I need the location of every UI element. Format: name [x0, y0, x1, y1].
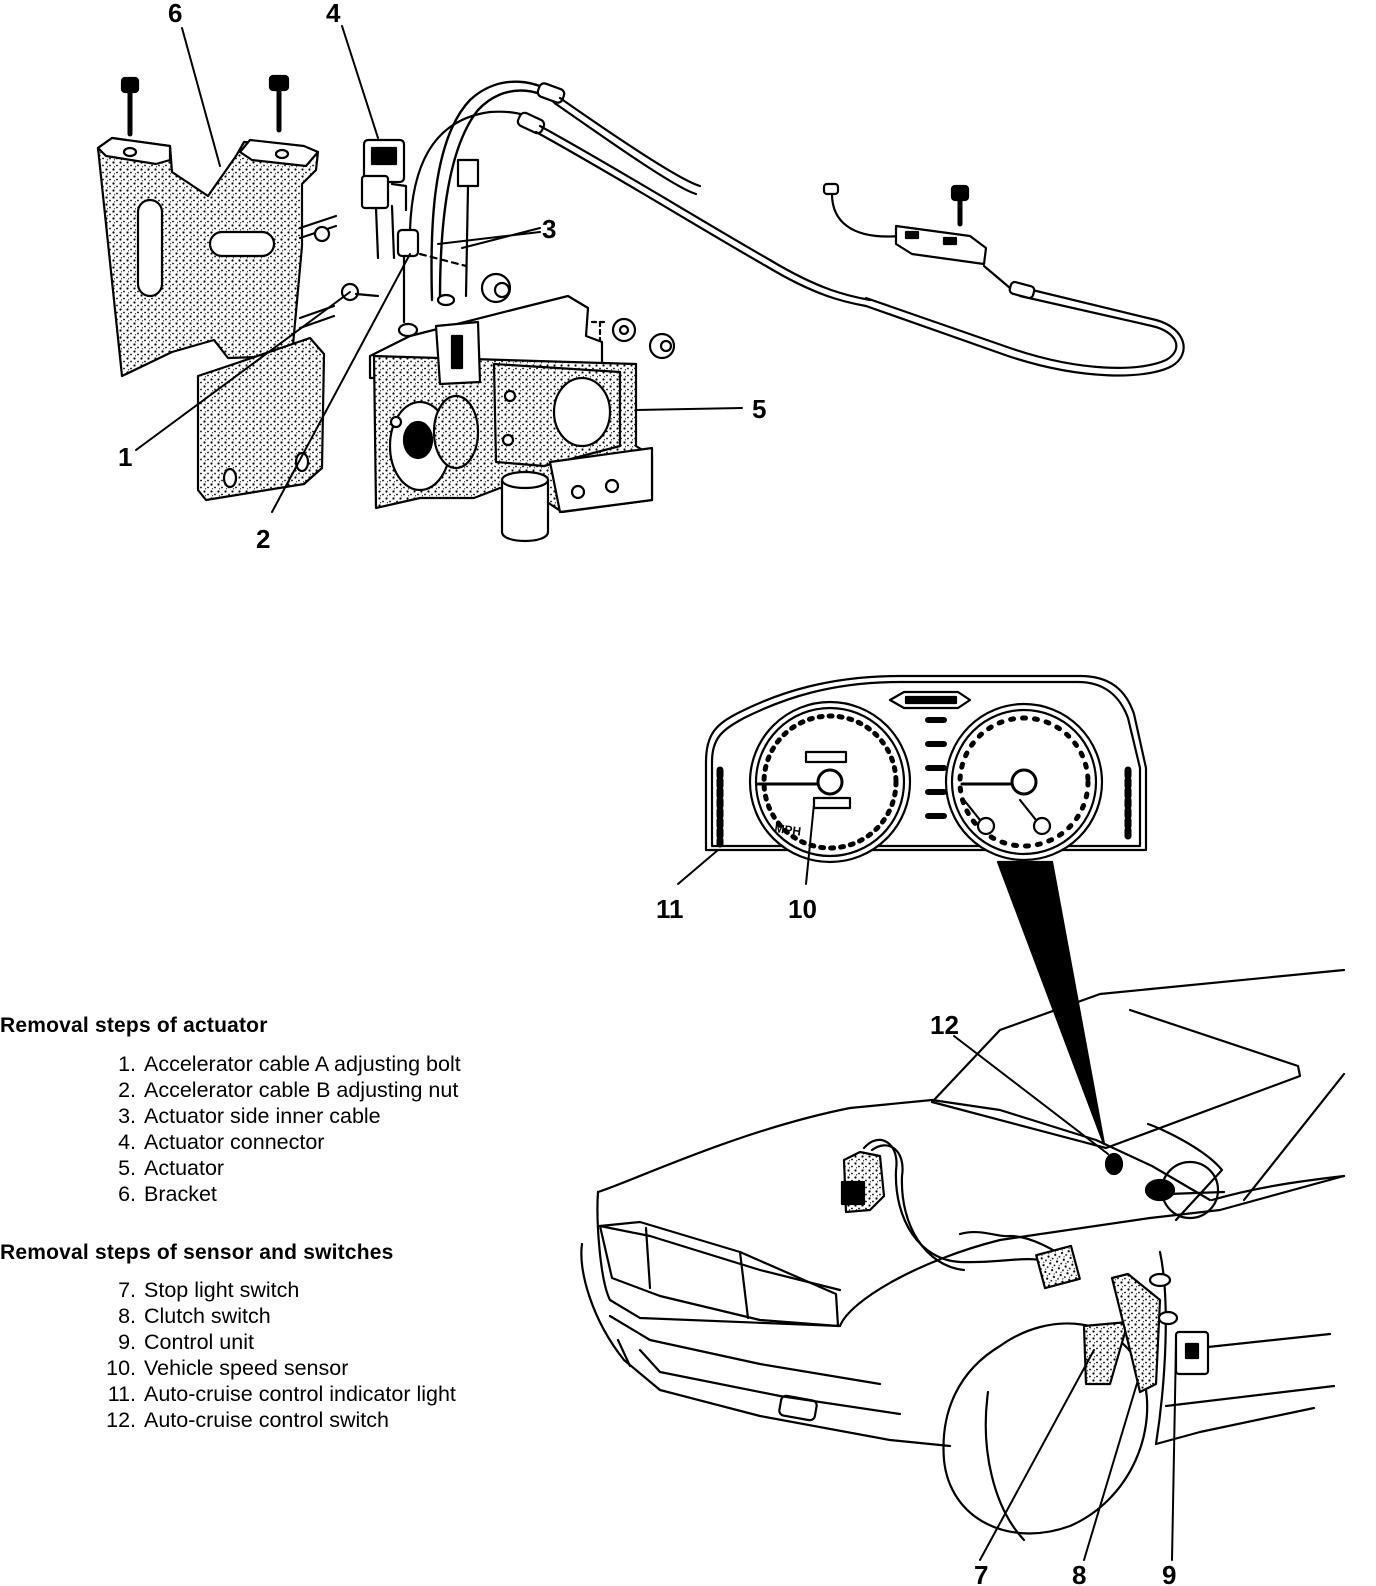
- sensor-steps-heading: Removal steps of sensor and switches: [0, 1241, 394, 1264]
- callout-2: 2: [256, 524, 270, 554]
- callout-5: 5: [752, 394, 766, 424]
- callout-7: 7: [974, 1560, 988, 1586]
- callout-6: 6: [168, 0, 182, 28]
- cable-harness-illustration: [822, 182, 1036, 300]
- callout-4: 4: [326, 0, 341, 28]
- speedometer-unit-label: MPH: [774, 821, 802, 839]
- step-text: Bracket: [144, 1182, 217, 1206]
- step-text: Actuator: [144, 1156, 225, 1180]
- list-item: 9. Control unit: [92, 1329, 456, 1355]
- step-text: Stop light switch: [144, 1278, 300, 1302]
- list-item: 10. Vehicle speed sensor: [92, 1355, 456, 1381]
- step-text: Vehicle speed sensor: [144, 1356, 349, 1380]
- callout-11: 11: [656, 894, 684, 924]
- leader-lines: [135, 25, 1177, 1561]
- step-number: 7.: [118, 1278, 136, 1302]
- callout-3: 3: [542, 214, 556, 244]
- callout-1: 1: [118, 442, 132, 472]
- step-number: 2.: [118, 1078, 136, 1102]
- actuator-steps-list: 1. Accelerator cable A adjusting bolt 2. A…: [92, 1051, 461, 1207]
- list-item: 8. Clutch switch: [92, 1303, 456, 1329]
- instrument-cluster-illustration: [704, 674, 1148, 864]
- step-number: 6.: [118, 1182, 136, 1206]
- cluster-pointer-wedge: [996, 860, 1106, 1146]
- step-text: Auto-cruise control indicator light: [144, 1382, 456, 1406]
- callout-12: 12: [930, 1010, 959, 1040]
- inner-cables: [396, 80, 1185, 377]
- list-item: 7. Stop light switch: [92, 1277, 456, 1303]
- callout-labels: 1 2 3 4 5 6 7 8 9 10 11 12 MPH: [118, 0, 1176, 1586]
- step-number: 1.: [118, 1052, 136, 1076]
- step-number: 5.: [118, 1156, 136, 1180]
- list-item: 5. Actuator: [92, 1155, 461, 1181]
- list-item: 6. Bracket: [92, 1181, 461, 1207]
- step-text: Clutch switch: [144, 1304, 271, 1328]
- step-text: Accelerator cable A adjusting bolt: [144, 1052, 461, 1076]
- step-text: Actuator connector: [144, 1130, 325, 1154]
- step-number: 3.: [118, 1104, 136, 1128]
- step-text: Accelerator cable B adjusting nut: [144, 1078, 459, 1102]
- sensor-steps-list: 7. Stop light switch 8. Clutch switch 9. Co…: [92, 1277, 456, 1433]
- actuator-illustration: [368, 294, 654, 542]
- bracket-illustration: [96, 136, 338, 502]
- engine-bay-components: [840, 1138, 1226, 1394]
- step-number: 11.: [107, 1382, 136, 1406]
- list-item: 11. Auto-cruise control indicator light: [92, 1381, 456, 1407]
- step-number: 4.: [118, 1130, 136, 1154]
- callout-10: 10: [788, 894, 817, 924]
- car-front-illustration: [580, 968, 1346, 1542]
- step-number: 9.: [118, 1330, 136, 1354]
- step-number: 12.: [106, 1408, 136, 1432]
- list-item: 4. Actuator connector: [92, 1129, 461, 1155]
- actuator-connector-illustration: [360, 138, 408, 260]
- mounting-bolts: [120, 74, 970, 302]
- step-text: Actuator side inner cable: [144, 1104, 381, 1128]
- step-number: 8.: [118, 1304, 136, 1328]
- grommets: [313, 225, 676, 360]
- callout-9: 9: [1162, 1560, 1176, 1586]
- callout-8: 8: [1072, 1560, 1086, 1586]
- list-item: 3. Actuator side inner cable: [92, 1103, 461, 1129]
- list-item: 1. Accelerator cable A adjusting bolt: [92, 1051, 461, 1077]
- actuator-steps-heading: Removal steps of actuator: [0, 1014, 268, 1037]
- list-item: 12. Auto-cruise control switch: [92, 1407, 456, 1433]
- step-text: Control unit: [144, 1330, 254, 1354]
- list-item: 2. Accelerator cable B adjusting nut: [92, 1077, 461, 1103]
- step-number: 10.: [106, 1356, 136, 1380]
- step-text: Auto-cruise control switch: [144, 1408, 389, 1432]
